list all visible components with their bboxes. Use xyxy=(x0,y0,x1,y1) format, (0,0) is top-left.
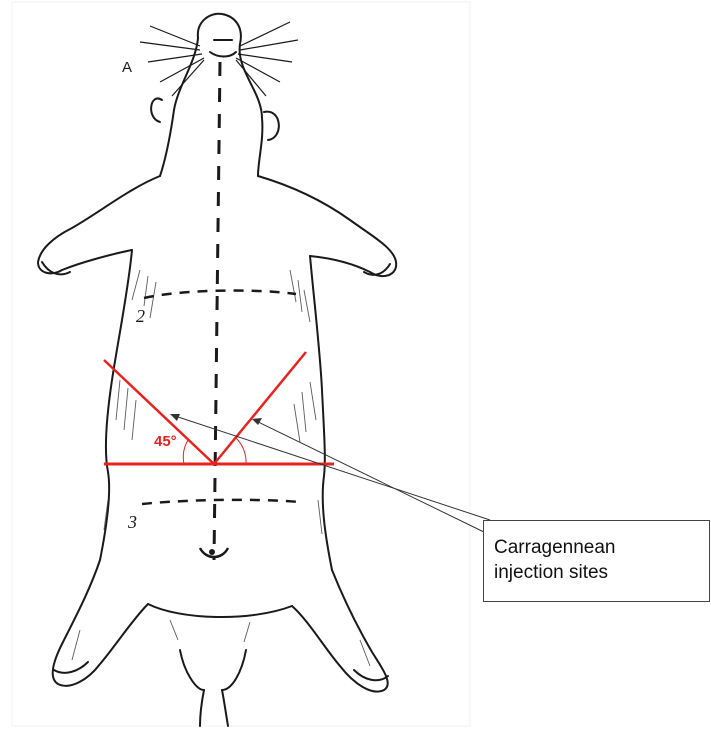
region-label-3: 3 xyxy=(127,512,137,532)
callout-line-2: injection sites xyxy=(494,560,709,585)
region-label-2: 2 xyxy=(136,306,145,326)
navel-dot xyxy=(209,549,215,555)
angle-label: 45° xyxy=(154,433,177,450)
injection-sites-callout: Carragennean injection sites xyxy=(483,520,710,602)
panel-label: A xyxy=(122,59,132,76)
callout-line-1: Carragennean xyxy=(494,535,709,560)
